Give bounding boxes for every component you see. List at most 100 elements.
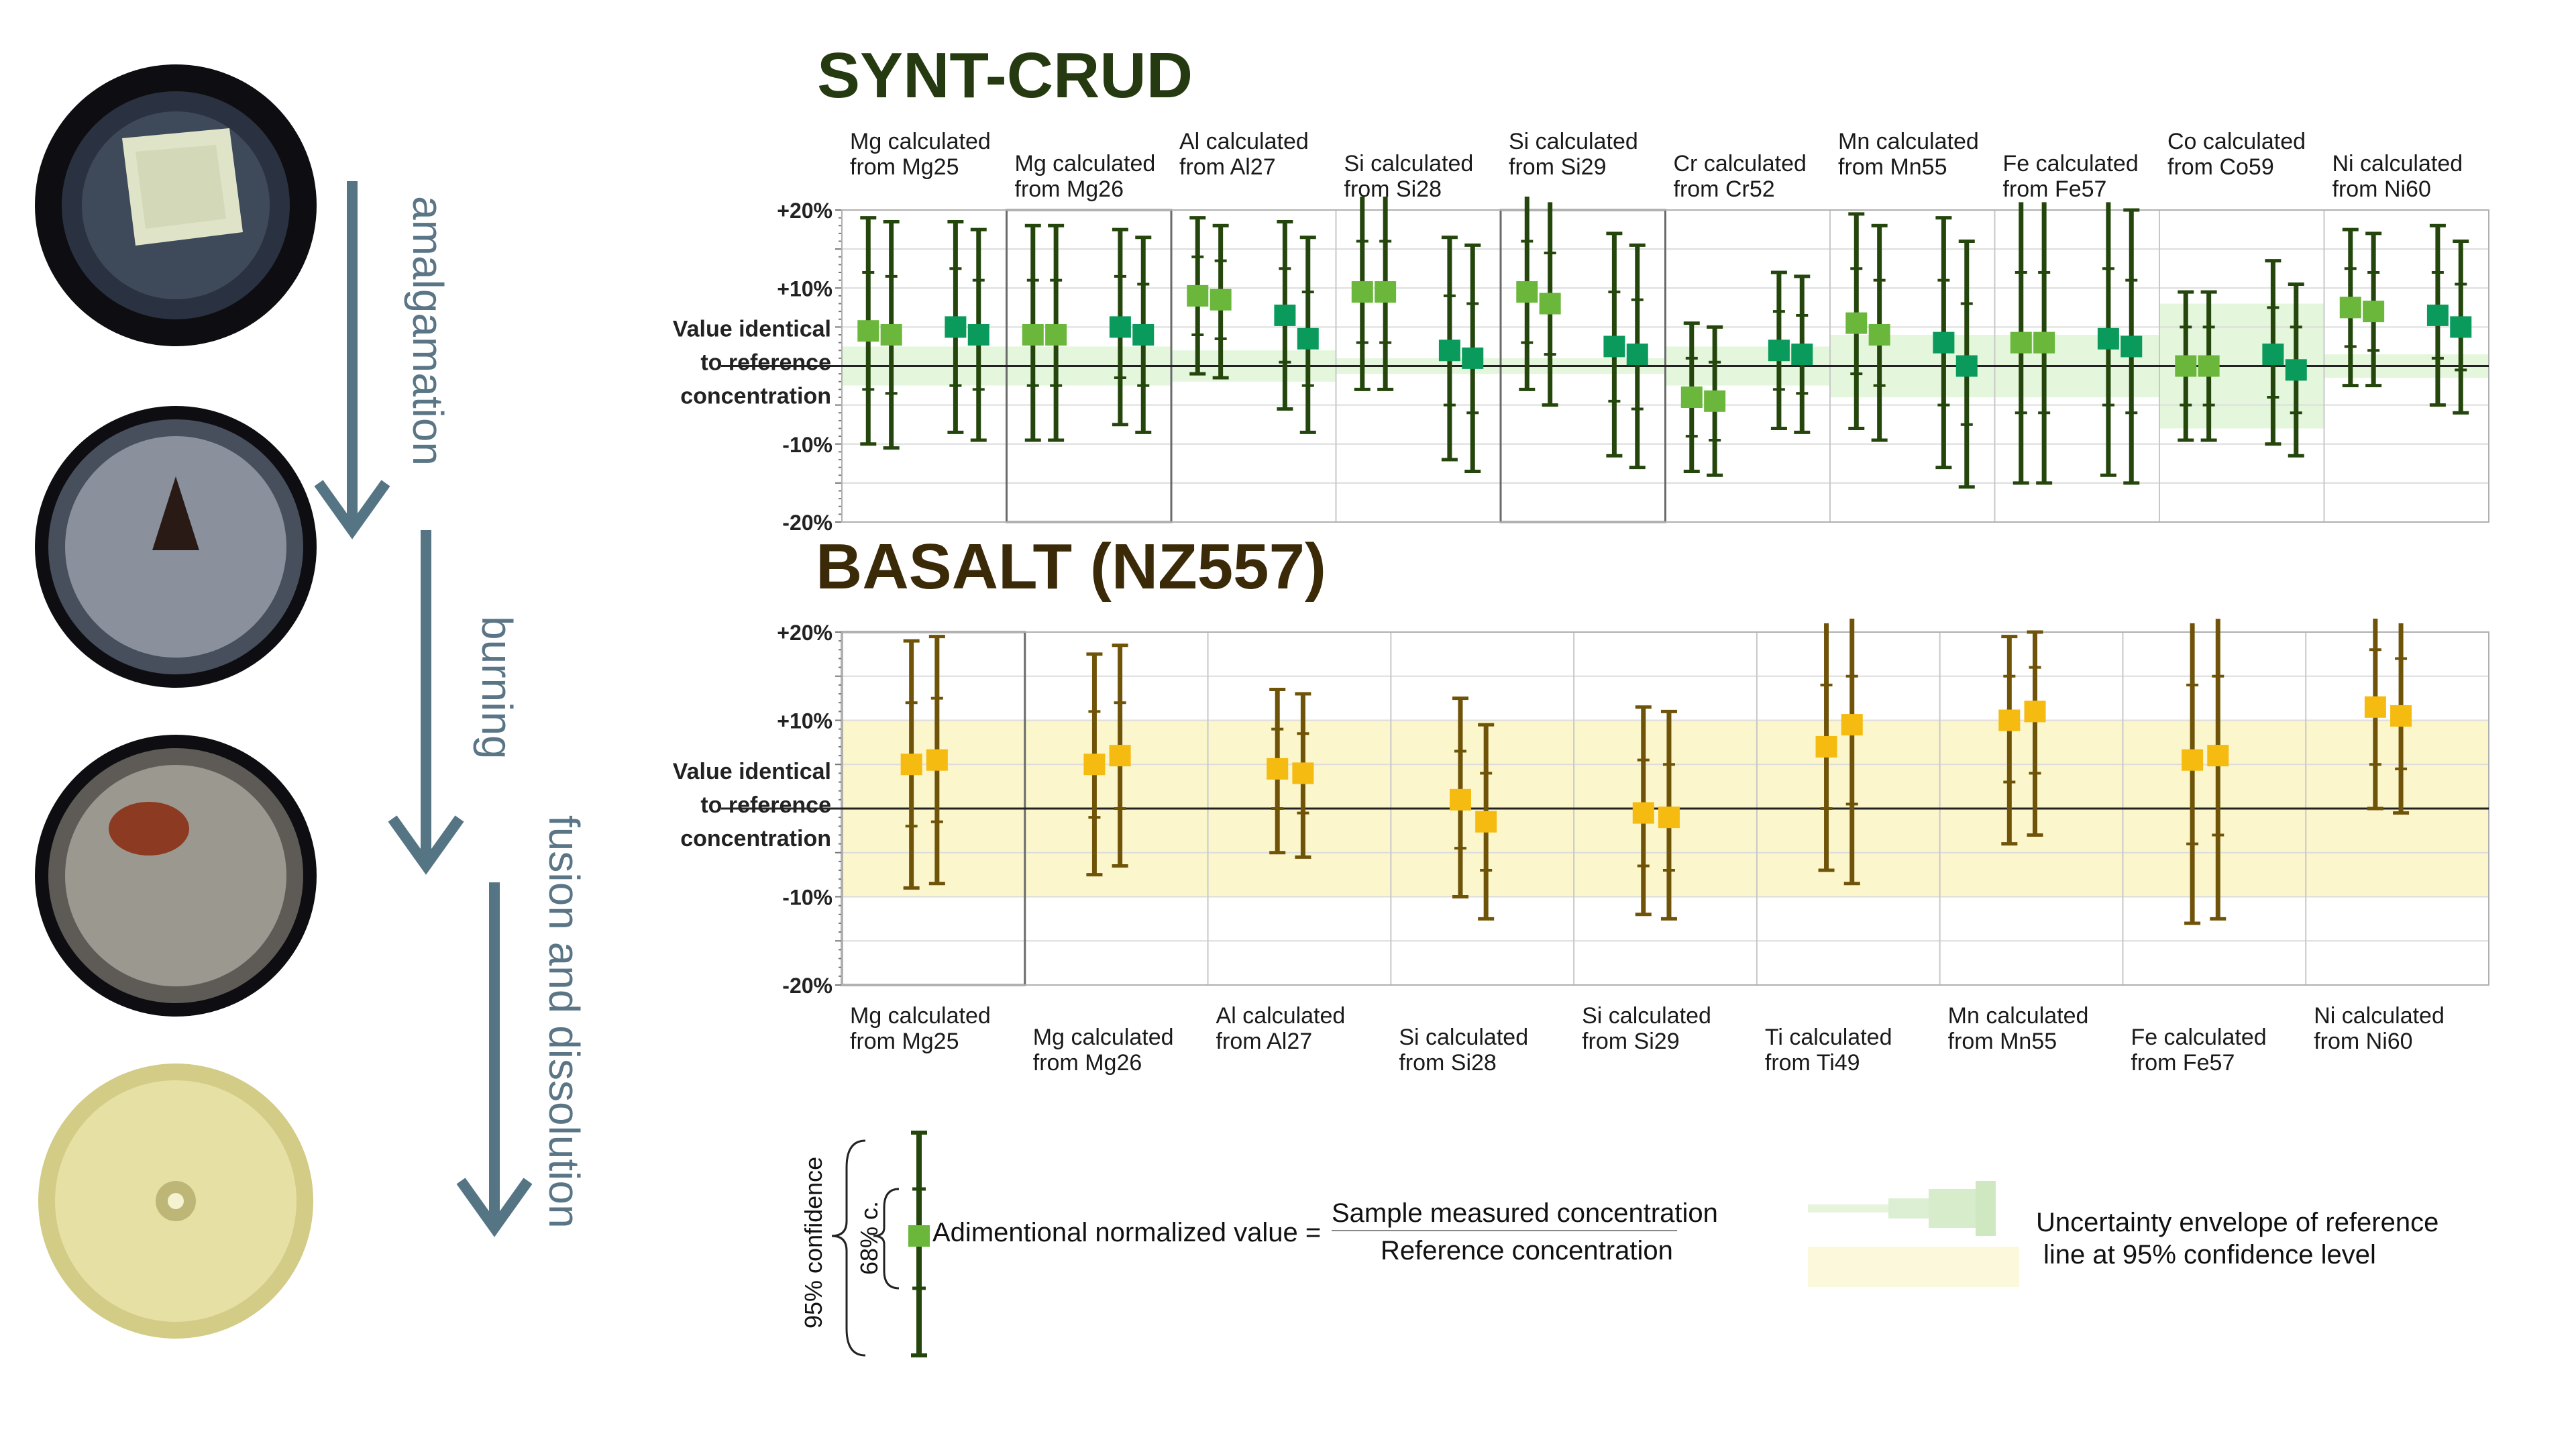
basalt-category-label: Mn calculated	[1948, 1003, 2089, 1029]
synt-data-point	[1516, 281, 1538, 303]
synt-data-point	[1297, 327, 1319, 350]
synt-data-point	[1375, 281, 1397, 303]
process-arrow-head-2	[456, 1178, 533, 1237]
synt-data-point	[2010, 331, 2032, 354]
synt-data-point	[1351, 281, 1373, 303]
synt-category-label: Si calculated	[1509, 129, 1638, 154]
process-arrow-head-0	[314, 480, 390, 539]
synt-category-label: from Al27	[1179, 154, 1276, 180]
legend-95-confidence-label: 95% confidence	[800, 1156, 827, 1329]
legend-marker	[908, 1225, 930, 1247]
synt-data-point	[1626, 344, 1648, 366]
synt-ylabel-line: to reference	[700, 350, 831, 376]
synt-data-point	[1539, 293, 1561, 315]
legend-envelope-sample-d	[1976, 1181, 1996, 1236]
synt-data-point	[2097, 327, 2119, 350]
legend-68-confidence-label: 68% c.	[855, 1200, 883, 1275]
legend-marker-label: Adimentional normalized value =	[932, 1218, 1322, 1247]
synt-data-point	[1045, 324, 1067, 346]
synt-data-point	[1768, 340, 1790, 362]
synt-data-point	[2426, 304, 2449, 326]
synt-data-point	[1868, 324, 1890, 346]
legend-envelope-sample-c	[1929, 1189, 1976, 1228]
synt-data-point	[945, 316, 967, 338]
synt-ytick-label: -20%	[782, 511, 833, 535]
synt-category-label: Mg calculated	[850, 129, 991, 154]
basalt-category-label: Si calculated	[1582, 1003, 1711, 1029]
synt-category-label: Ni calculated	[2332, 151, 2463, 176]
synt-data-point	[2198, 355, 2220, 377]
synt-data-point	[2363, 301, 2385, 323]
basalt-data-point	[1083, 754, 1106, 776]
basalt-category-label: Fe calculated	[2131, 1025, 2266, 1050]
basalt-category-label: from Mg26	[1033, 1050, 1142, 1076]
synt-ylabel-line: concentration	[680, 384, 831, 409]
basalt-category-label: Si calculated	[1399, 1025, 1528, 1050]
synt-category-label: from Cr52	[1674, 176, 1775, 202]
beaker-solution-icon	[38, 1064, 313, 1339]
synt-data-point	[967, 324, 989, 346]
synt-category-label: from Co59	[2167, 154, 2274, 180]
crucible-fusion-icon	[48, 748, 303, 1003]
synt-category-label: Co calculated	[2167, 129, 2306, 154]
synt-category-label: from Mn55	[1838, 154, 1947, 180]
basalt-data-point	[1475, 811, 1497, 833]
synt-category-label: Fe calculated	[2003, 151, 2139, 176]
synt-data-point	[1109, 316, 1131, 338]
basalt-data-point	[1109, 745, 1131, 767]
basalt-data-point	[900, 754, 922, 776]
synt-data-point	[1022, 324, 1044, 346]
basalt-ytick-label: -20%	[782, 974, 833, 998]
synt-ytick-label: +10%	[777, 276, 833, 301]
basalt-category-label: from Al27	[1216, 1029, 1313, 1054]
legend-envelope-sample-a	[1808, 1204, 1888, 1212]
synt-data-point	[2121, 335, 2143, 358]
legend-denominator: Reference concentration	[1381, 1236, 1673, 1265]
legend-brace-95	[831, 1139, 866, 1357]
basalt-category-label: from Si28	[1399, 1050, 1497, 1076]
legend-brace-68	[873, 1188, 900, 1290]
legend-graphics	[831, 1131, 2019, 1357]
basalt-ylabel-line: Value identical	[673, 759, 831, 784]
synt-data-point	[1680, 386, 1703, 408]
basalt-category-label: from Fe57	[2131, 1050, 2235, 1076]
synt-data-point	[1210, 289, 1232, 311]
basalt-data-point	[1815, 735, 1837, 758]
basalt-ytick-label: +10%	[777, 709, 833, 733]
basalt-category-label: from Ni60	[2314, 1029, 2412, 1054]
synt-category-label: Mg calculated	[1015, 151, 1156, 176]
basalt-data-point	[1658, 807, 1680, 829]
synt-crud-title: SYNT-CRUD	[817, 40, 1193, 111]
synt-data-point	[1704, 390, 1726, 412]
synt-ytick-label: +20%	[777, 199, 833, 223]
synt-data-point	[880, 324, 902, 346]
basalt-data-point	[926, 749, 948, 771]
synt-category-label: from Mg25	[850, 154, 959, 180]
synt-data-point	[1791, 344, 1813, 366]
basalt-data-point	[2024, 701, 2046, 723]
sample-photo-dissolution	[35, 1060, 317, 1342]
basalt-data-point	[2182, 749, 2204, 771]
basalt-category-label: from Si29	[1582, 1029, 1680, 1054]
synt-data-point	[1603, 335, 1625, 358]
basalt-data-point	[1267, 758, 1289, 780]
synt-data-point	[1955, 355, 1978, 377]
synt-category-label: from Ni60	[2332, 176, 2431, 202]
synt-data-point	[1438, 340, 1460, 362]
basalt-ylabel-line: concentration	[680, 826, 831, 851]
basalt-title: BASALT (NZ557)	[816, 531, 1326, 603]
synt-data-point	[1462, 347, 1484, 369]
basalt-data-point	[1841, 714, 1863, 736]
synt-category-label: from Si28	[1344, 176, 1442, 202]
synt-category-label: from Si29	[1509, 154, 1607, 180]
basalt-data-point	[1998, 709, 2021, 731]
basalt-data-point	[1292, 762, 1314, 784]
basalt-data-point	[1449, 788, 1471, 811]
basalt-category-label: Mg calculated	[850, 1003, 991, 1029]
basalt-data-point	[2207, 745, 2229, 767]
basalt-data-point	[1632, 802, 1654, 824]
basalt-category-label: Ni calculated	[2314, 1003, 2445, 1029]
synt-data-point	[2033, 331, 2055, 354]
